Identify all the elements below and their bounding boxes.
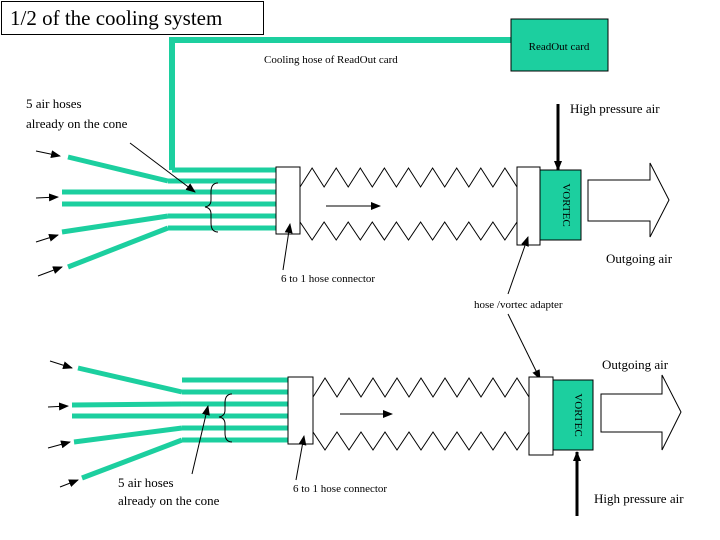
adapter-pointer-up xyxy=(507,236,529,295)
top-outgoing-air-label: Outgoing air xyxy=(606,251,673,266)
bottom-inflow-arrows xyxy=(47,360,79,488)
readout-card xyxy=(510,18,609,72)
bellows-bottom-edge xyxy=(312,431,530,451)
bottom-air-hoses-label-2: already on the cone xyxy=(118,493,220,508)
bottom-hose-connector-label: 6 to 1 hose connector xyxy=(293,483,387,495)
bottom-outgoing-arrow xyxy=(600,374,682,451)
top-outgoing-arrow xyxy=(587,162,670,238)
top-air-hoses-pointer xyxy=(129,142,196,193)
high-pressure-air-label-top: High pressure air xyxy=(570,101,660,116)
high-pressure-air-label-bottom: High pressure air xyxy=(594,491,684,506)
bottom-hose-connector xyxy=(287,376,314,445)
bottom-vortec-label: VORTEC xyxy=(572,393,584,436)
adapter-pointer-down xyxy=(507,313,541,380)
bottom-vortec-adapter xyxy=(528,376,554,456)
top-air-hoses xyxy=(61,154,169,270)
bottom-outgoing-air-label: Outgoing air xyxy=(602,357,669,372)
bottom-parallel-hoses xyxy=(182,377,289,443)
top-hose-connector xyxy=(275,166,301,235)
top-hose-connector-label: 6 to 1 hose connector xyxy=(281,273,375,285)
bottom-assembly: 5 air hoses already on the cone VORTEC O… xyxy=(47,357,684,516)
top-vortec xyxy=(539,169,582,241)
top-brace-icon xyxy=(204,182,219,233)
bottom-bellows xyxy=(312,377,530,451)
cooling-hose-label: Cooling hose of ReadOut card xyxy=(264,54,398,66)
top-parallel-hoses xyxy=(168,167,277,231)
top-connector-pointer xyxy=(282,223,293,271)
bellows-top-edge xyxy=(299,167,518,188)
readout-card-label: ReadOut card xyxy=(529,41,590,53)
readout-cooling-hose xyxy=(169,37,512,170)
bottom-air-hoses xyxy=(71,365,183,481)
top-assembly: ReadOut card Cooling hose of ReadOut car… xyxy=(26,18,673,285)
bellows-bottom-edge xyxy=(299,221,518,241)
top-bellows xyxy=(299,167,518,241)
diagram-title: 1/2 of the cooling system xyxy=(1,1,264,35)
bottom-brace-icon xyxy=(218,393,233,443)
bottom-connector-pointer xyxy=(295,435,307,481)
top-air-hoses-label-1: 5 air hoses xyxy=(26,96,82,111)
top-vortec-label: VORTEC xyxy=(560,183,572,226)
bottom-air-hoses-pointer xyxy=(191,405,210,475)
top-vortec-adapter xyxy=(516,166,541,246)
bottom-vortec xyxy=(552,379,594,451)
bottom-air-hoses-label-1: 5 air hoses xyxy=(118,475,174,490)
top-air-hoses-label-2: already on the cone xyxy=(26,116,128,131)
bellows-top-edge xyxy=(312,377,530,398)
adapter-label: hose /vortec adapter xyxy=(474,299,563,311)
top-inflow-arrows xyxy=(35,150,63,277)
